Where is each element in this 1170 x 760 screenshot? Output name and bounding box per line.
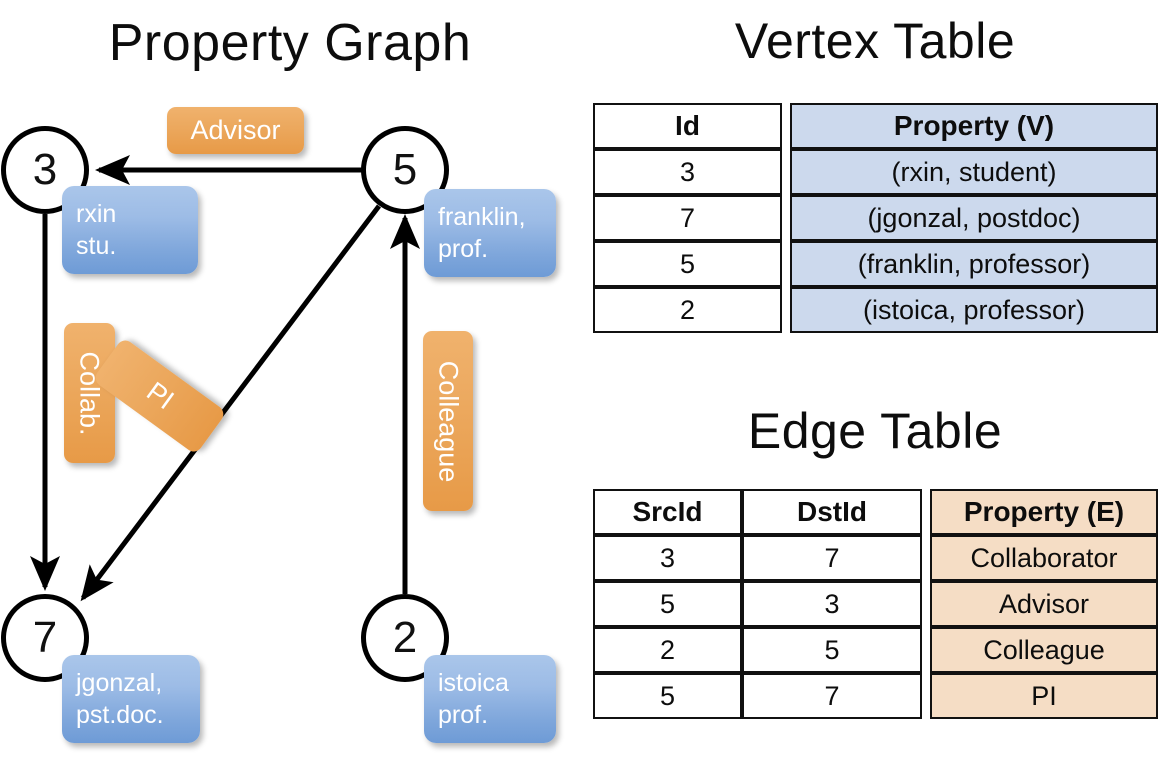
- table-row[interactable]: 3 7 Collaborator: [593, 535, 1158, 581]
- node-property-line: stu.: [76, 232, 117, 260]
- edge-dstid-cell: 5: [742, 627, 922, 673]
- table-row[interactable]: 2 (istoica, professor): [593, 287, 1158, 333]
- edge-table-header-property: Property (E): [930, 489, 1158, 535]
- table-row[interactable]: 7 (jgonzal, postdoc): [593, 195, 1158, 241]
- property-graph-diagram: 3 5 7 2 rxin stu. franklin, prof. jgonza…: [0, 0, 580, 760]
- edge-label-advisor[interactable]: Advisor: [167, 107, 304, 154]
- edge-label-advisor-text: Advisor: [190, 115, 281, 145]
- column-gap: [782, 195, 790, 241]
- table-row[interactable]: 3 (rxin, student): [593, 149, 1158, 195]
- edge-label-collab[interactable]: Collab.: [64, 323, 115, 463]
- page-title-vertex-table: Vertex Table: [734, 13, 1016, 69]
- edge-label-collab-text: Collab.: [75, 350, 106, 436]
- table-row[interactable]: 2 5 Colleague: [593, 627, 1158, 673]
- edge-srcid-cell: 5: [593, 581, 742, 627]
- node-property-box-5[interactable]: franklin, prof.: [424, 189, 556, 277]
- vertex-property-cell: (jgonzal, postdoc): [790, 195, 1158, 241]
- edge-table-header-dstid: DstId: [742, 489, 922, 535]
- node-property-line: istoica: [438, 669, 509, 697]
- vertex-id-cell: 2: [593, 287, 782, 333]
- node-property-line: franklin,: [438, 203, 526, 231]
- vertex-id-cell: 3: [593, 149, 782, 195]
- vertex-table-header-id: Id: [593, 103, 782, 149]
- graph-node-5[interactable]: 5: [361, 126, 449, 214]
- node-property-line: pst.doc.: [76, 701, 164, 729]
- edge-srcid-cell: 2: [593, 627, 742, 673]
- edge-dstid-cell: 7: [742, 535, 922, 581]
- vertex-property-cell: (istoica, professor): [790, 287, 1158, 333]
- edge-srcid-cell: 3: [593, 535, 742, 581]
- column-gap: [782, 241, 790, 287]
- column-gap: [922, 673, 930, 719]
- edge-property-cell: PI: [930, 673, 1158, 719]
- edge-table: SrcId DstId Property (E) 3 7 Collaborato…: [593, 489, 1158, 719]
- graph-node-2-label: 2: [392, 613, 418, 662]
- graph-node-5-label: 5: [392, 145, 418, 194]
- graph-edge-lines: [30, 155, 420, 602]
- vertex-id-cell: 7: [593, 195, 782, 241]
- vertex-id-cell: 5: [593, 241, 782, 287]
- edge-dstid-cell: 7: [742, 673, 922, 719]
- column-gap: [922, 489, 930, 535]
- edge-label-colleague-text: Colleague: [433, 360, 464, 482]
- vertex-table: Id Property (V) 3 (rxin, student) 7 (jgo…: [593, 103, 1158, 333]
- edge-line-5-to-7: [80, 204, 381, 602]
- edge-property-cell: Collaborator: [930, 535, 1158, 581]
- table-row[interactable]: 5 7 PI: [593, 673, 1158, 719]
- node-property-box-3[interactable]: rxin stu.: [62, 186, 198, 274]
- vertex-table-header-property: Property (V): [790, 103, 1158, 149]
- column-gap: [922, 581, 930, 627]
- graph-node-7-label: 7: [32, 613, 58, 662]
- graph-node-2[interactable]: 2: [361, 594, 449, 682]
- column-gap: [922, 627, 930, 673]
- node-property-line: prof.: [438, 235, 489, 263]
- edge-property-cell: Colleague: [930, 627, 1158, 673]
- table-header-row: Id Property (V): [593, 103, 1158, 149]
- vertex-property-cell: (rxin, student): [790, 149, 1158, 195]
- node-property-box-2[interactable]: istoica prof.: [424, 655, 556, 743]
- node-property-line: jgonzal,: [76, 669, 163, 697]
- table-row[interactable]: 5 3 Advisor: [593, 581, 1158, 627]
- node-property-line: rxin: [76, 200, 117, 228]
- page-title-property-graph: Property Graph: [108, 14, 472, 72]
- edge-label-pi-text: PI: [140, 375, 179, 416]
- graph-node-3-label: 3: [32, 145, 58, 194]
- edge-property-cell: Advisor: [930, 581, 1158, 627]
- column-gap: [782, 287, 790, 333]
- edge-srcid-cell: 5: [593, 673, 742, 719]
- edge-dstid-cell: 3: [742, 581, 922, 627]
- vertex-property-cell: (franklin, professor): [790, 241, 1158, 287]
- edge-label-colleague[interactable]: Colleague: [423, 331, 473, 511]
- column-gap: [922, 535, 930, 581]
- edge-table-header-srcid: SrcId: [593, 489, 742, 535]
- column-gap: [782, 103, 790, 149]
- table-row[interactable]: 5 (franklin, professor): [593, 241, 1158, 287]
- column-gap: [782, 149, 790, 195]
- node-property-line: prof.: [438, 701, 489, 729]
- page-title-edge-table: Edge Table: [747, 403, 1003, 459]
- node-property-box-7[interactable]: jgonzal, pst.doc.: [62, 655, 200, 743]
- table-header-row: SrcId DstId Property (E): [593, 489, 1158, 535]
